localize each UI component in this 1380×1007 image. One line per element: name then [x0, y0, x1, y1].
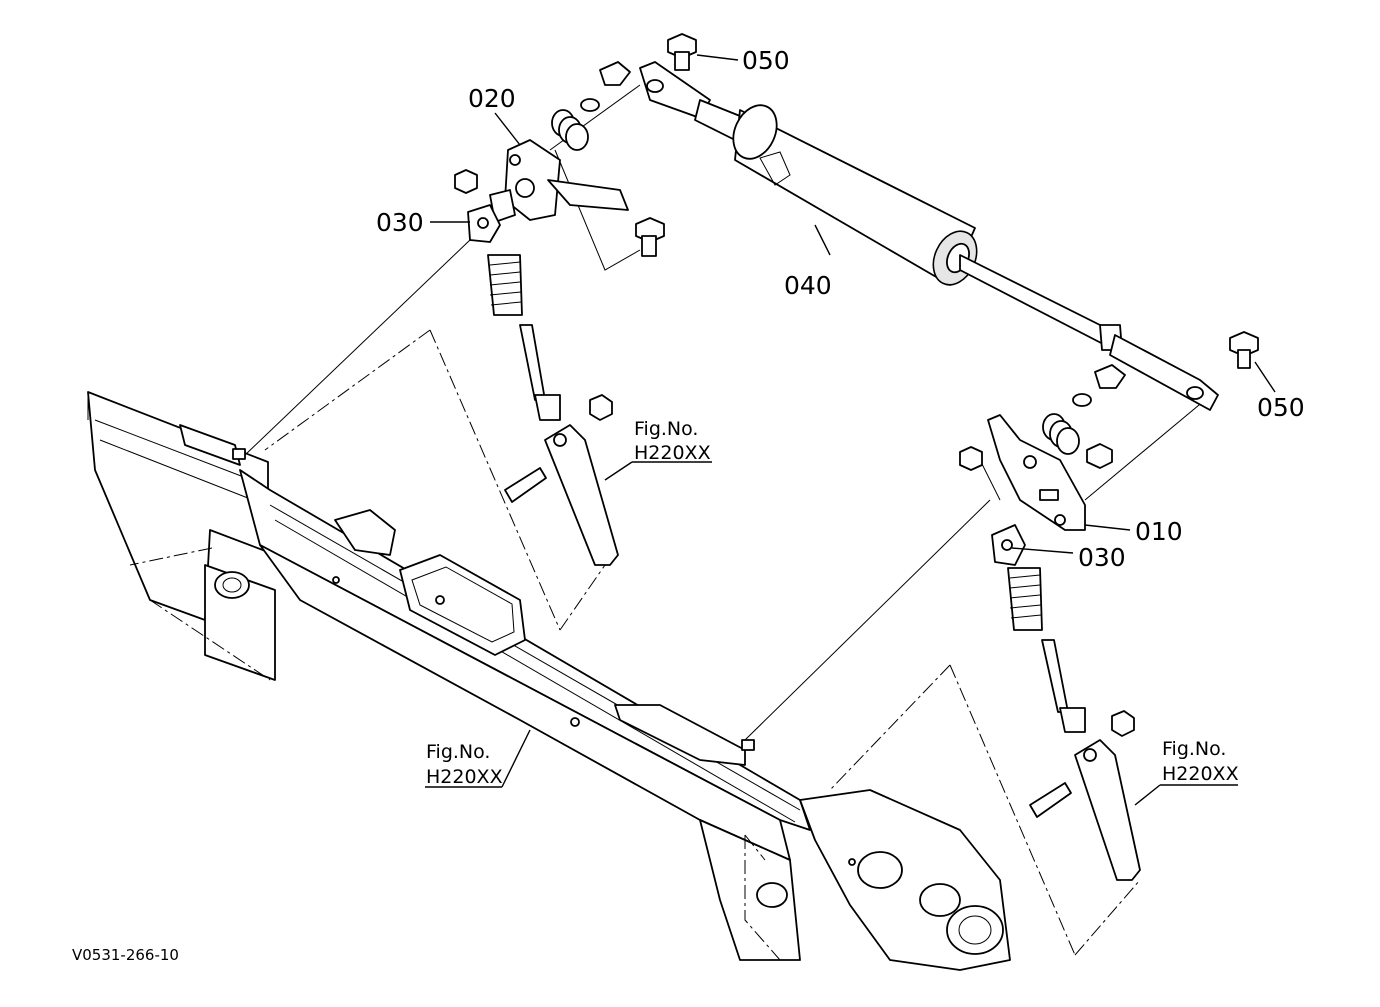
callout-040: 040	[784, 271, 832, 300]
spring-upper-right	[1042, 364, 1126, 469]
nut-right	[959, 446, 983, 471]
callout-030-left: 030	[376, 208, 424, 237]
fig-ref-3-number: H220XX	[1162, 763, 1239, 785]
bolt-050-right	[1229, 331, 1259, 369]
callout-050-top: 050	[742, 46, 790, 75]
spring-rod-left	[487, 254, 613, 503]
nut-left	[454, 169, 478, 194]
callout-leaders	[425, 54, 1276, 806]
joint-030-left	[467, 204, 501, 243]
callout-020: 020	[468, 84, 516, 113]
drawing-code: V0531-266-10	[72, 946, 179, 964]
arm-right	[1074, 739, 1141, 881]
fig-ref-1-label: Fig.No.	[634, 418, 698, 440]
lever-010	[987, 414, 1086, 531]
fig-ref-2-label: Fig.No.	[426, 741, 490, 763]
arm-left	[544, 424, 619, 566]
spring-upper-left	[551, 61, 631, 151]
assembly-lines	[244, 84, 1206, 741]
lever-020	[489, 139, 629, 223]
bolt-lever-left	[635, 217, 665, 257]
bolt-050-top	[667, 33, 697, 71]
spring-rod-right	[1007, 567, 1135, 818]
figure-ref-3: Fig.No. H220XX	[1162, 738, 1239, 785]
figure-ref-2: Fig.No. H220XX	[426, 741, 503, 788]
hydraulic-cylinder	[639, 61, 1219, 411]
fig-ref-3-label: Fig.No.	[1162, 738, 1226, 760]
callout-030-right: 030	[1078, 543, 1126, 572]
fig-ref-1-number: H220XX	[634, 442, 711, 464]
joint-030-right	[991, 524, 1026, 566]
callout-050-right: 050	[1257, 393, 1305, 422]
callout-010: 010	[1135, 517, 1183, 546]
fig-ref-2-number: H220XX	[426, 766, 503, 788]
frame-beam	[87, 391, 1011, 971]
center-lines	[129, 329, 1141, 961]
figure-ref-1: Fig.No. H220XX	[634, 418, 711, 464]
